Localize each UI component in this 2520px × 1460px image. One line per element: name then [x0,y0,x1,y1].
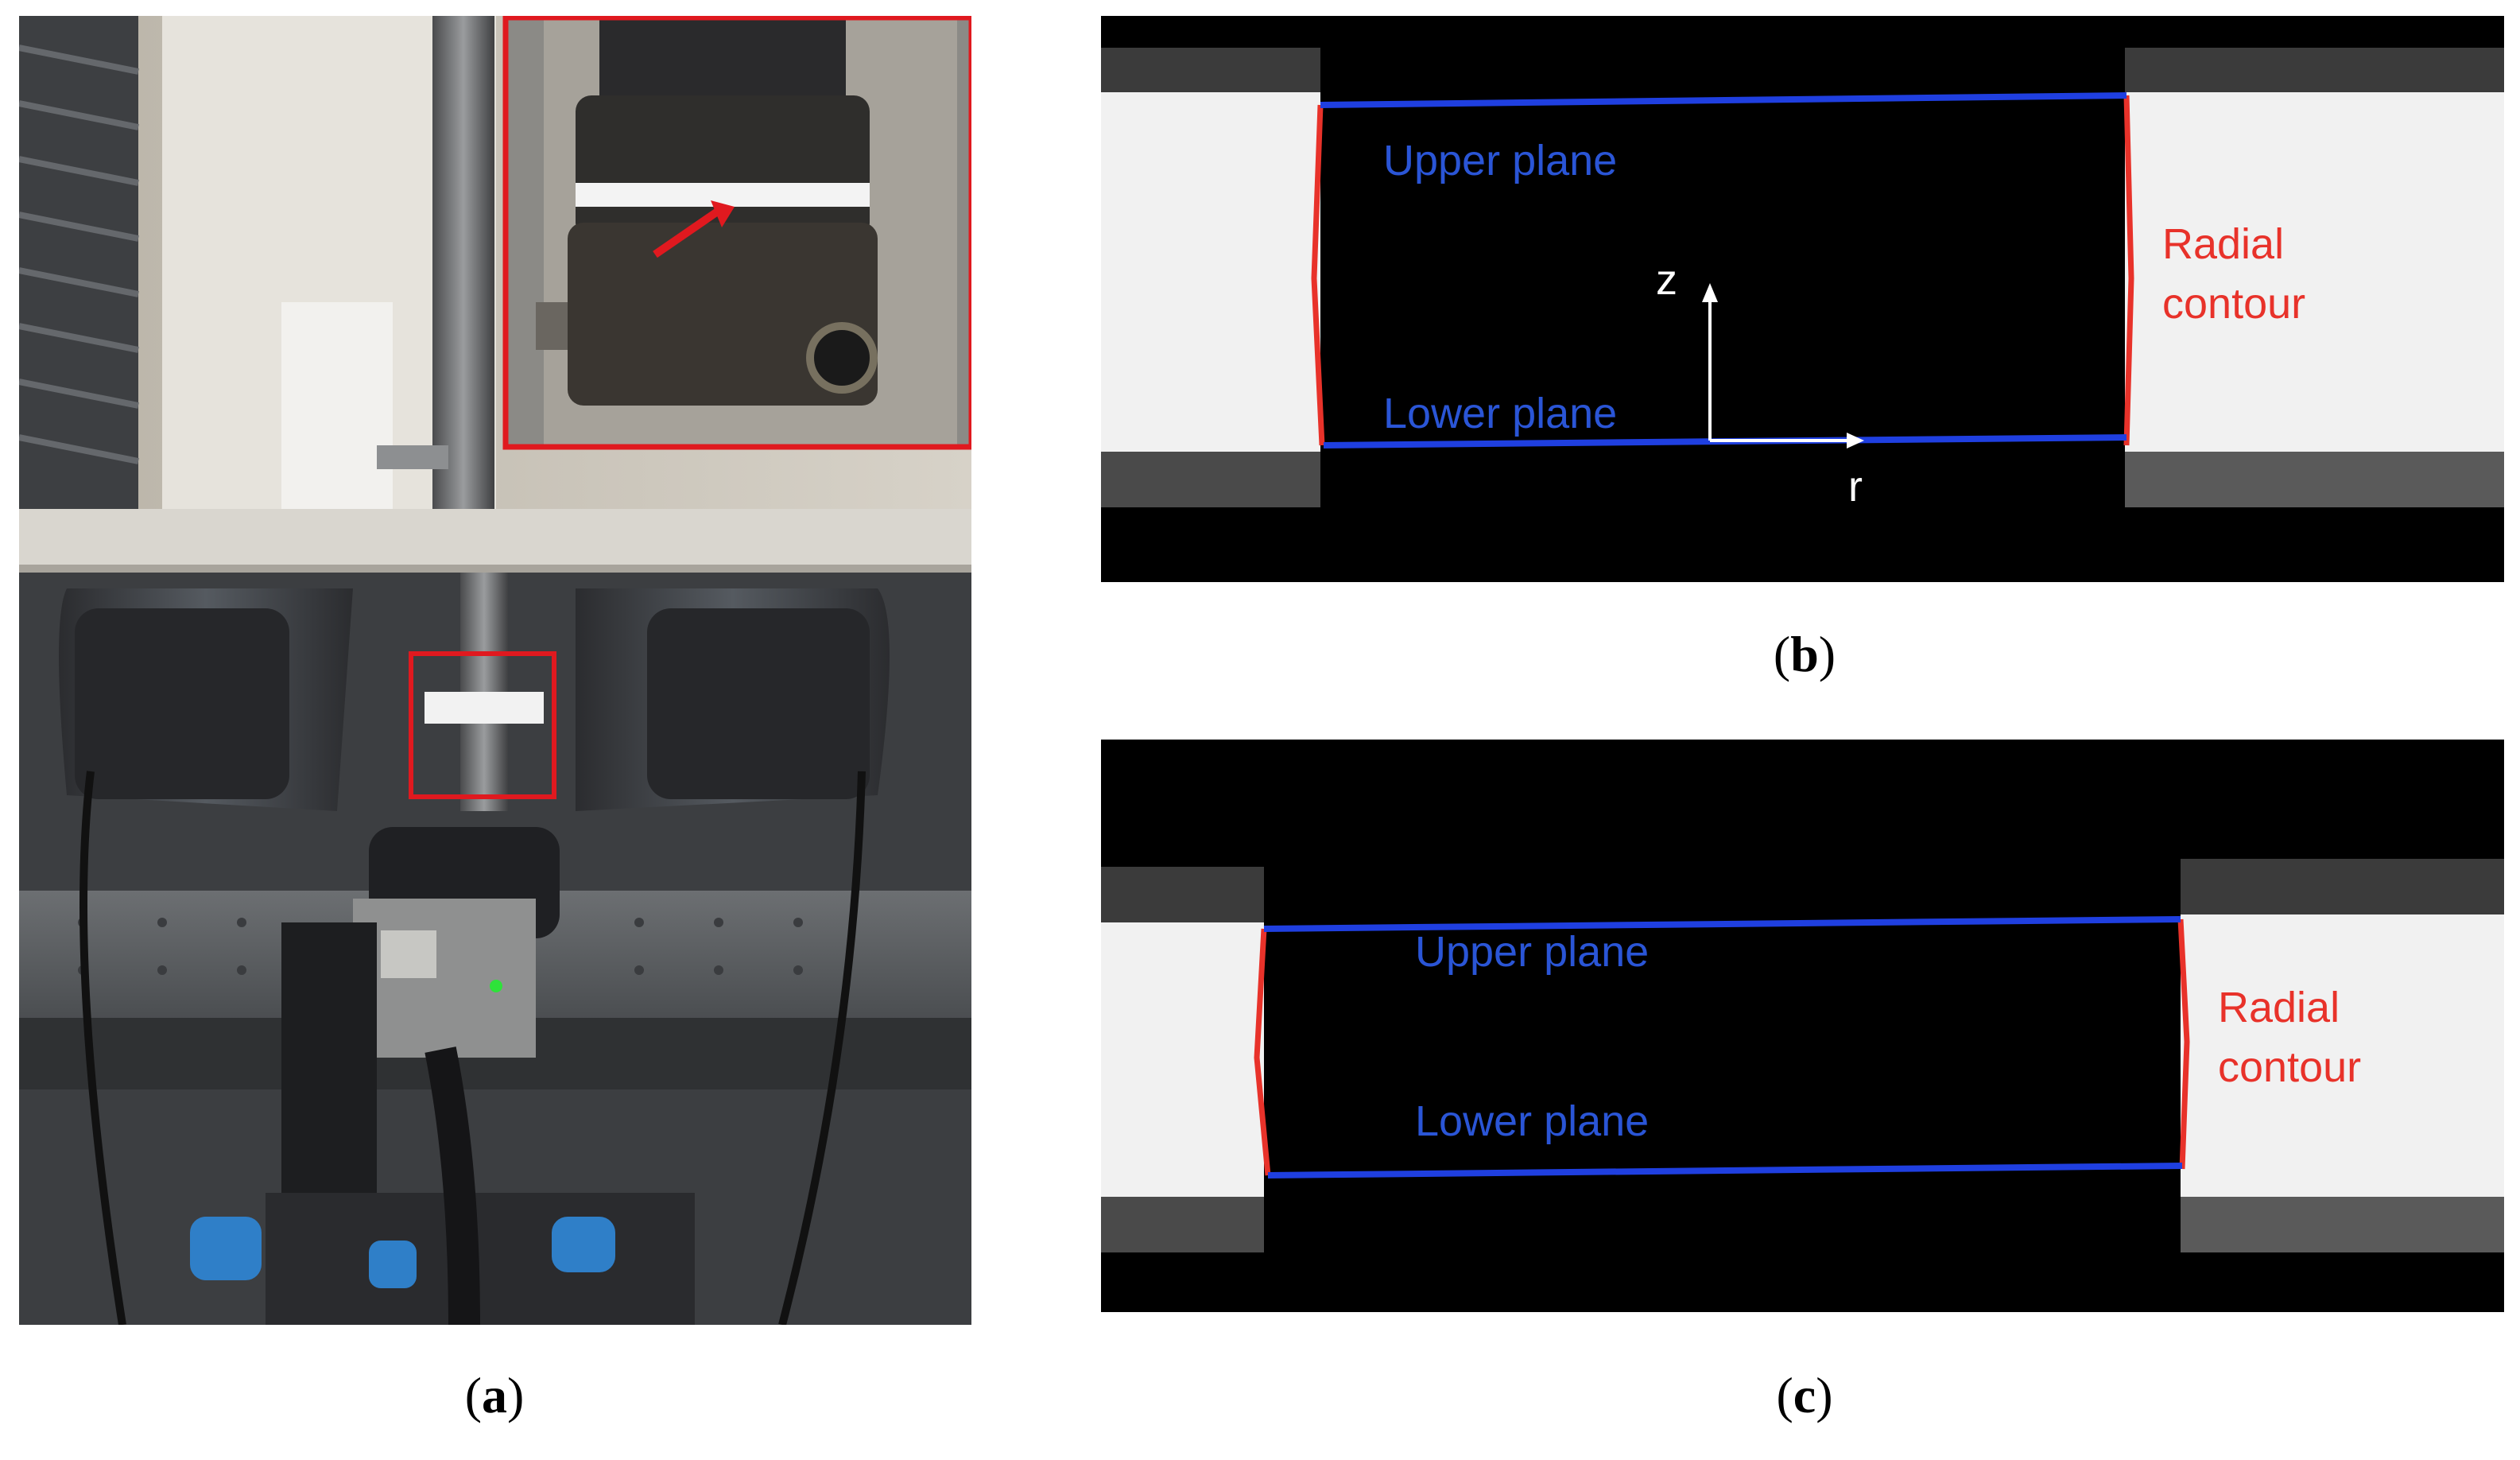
left-louver-panel [18,16,139,509]
setup-photo [18,14,975,1326]
background-right [2125,92,2504,460]
label-upper-plane: Upper plane [1415,928,1649,976]
label-radial-line2: contour [2218,1043,2361,1091]
z-axis-arrowhead [1702,283,1718,302]
upper-plane-line [1263,916,2181,932]
caption-a-letter: a [482,1367,507,1423]
panel-c-image: Upper plane Lower plane Radial contour [1101,740,2504,1312]
image-panel-c: Upper plane Lower plane Radial contour [1101,740,2504,1312]
caption-a: (a) [464,1367,525,1423]
caption-b-letter: b [1790,626,1819,682]
radial-contour-left [1254,928,1271,1176]
setup-photo-illustration [18,14,975,1326]
image-panel-b: Upper plane Lower plane Radial contour z… [1101,16,2504,582]
radial-contour-right [2177,918,2190,1170]
background-left [1101,92,1320,460]
radial-contour-left [1311,104,1325,446]
lower-plane-line [1267,1163,2183,1178]
caption-b: (b) [1773,626,1836,682]
radial-contour-right [2123,95,2134,446]
label-z-axis: z [1656,256,1677,304]
label-lower-plane: Lower plane [1415,1097,1649,1145]
upper-plane-line [1320,92,2127,108]
background-right [2181,914,2504,1197]
zoom-inset [502,14,975,450]
caption-c-letter: c [1793,1367,1816,1423]
specimen-highlight-box [409,651,556,799]
label-radial-line2: contour [2162,280,2305,328]
r-axis-arrowhead [1847,433,1864,448]
caption-c: (c) [1776,1367,1833,1423]
panel-b-image: Upper plane Lower plane Radial contour z… [1101,16,2504,582]
label-r-axis: r [1848,463,1863,511]
camera [190,827,695,1326]
label-radial-line1: Radial [2162,220,2284,268]
label-upper-plane: Upper plane [1383,137,1617,184]
left-lamp [59,588,353,811]
label-lower-plane: Lower plane [1383,390,1617,437]
label-radial-line1: Radial [2218,984,2340,1031]
background-left [1101,922,1264,1197]
right-lamp [576,588,890,811]
